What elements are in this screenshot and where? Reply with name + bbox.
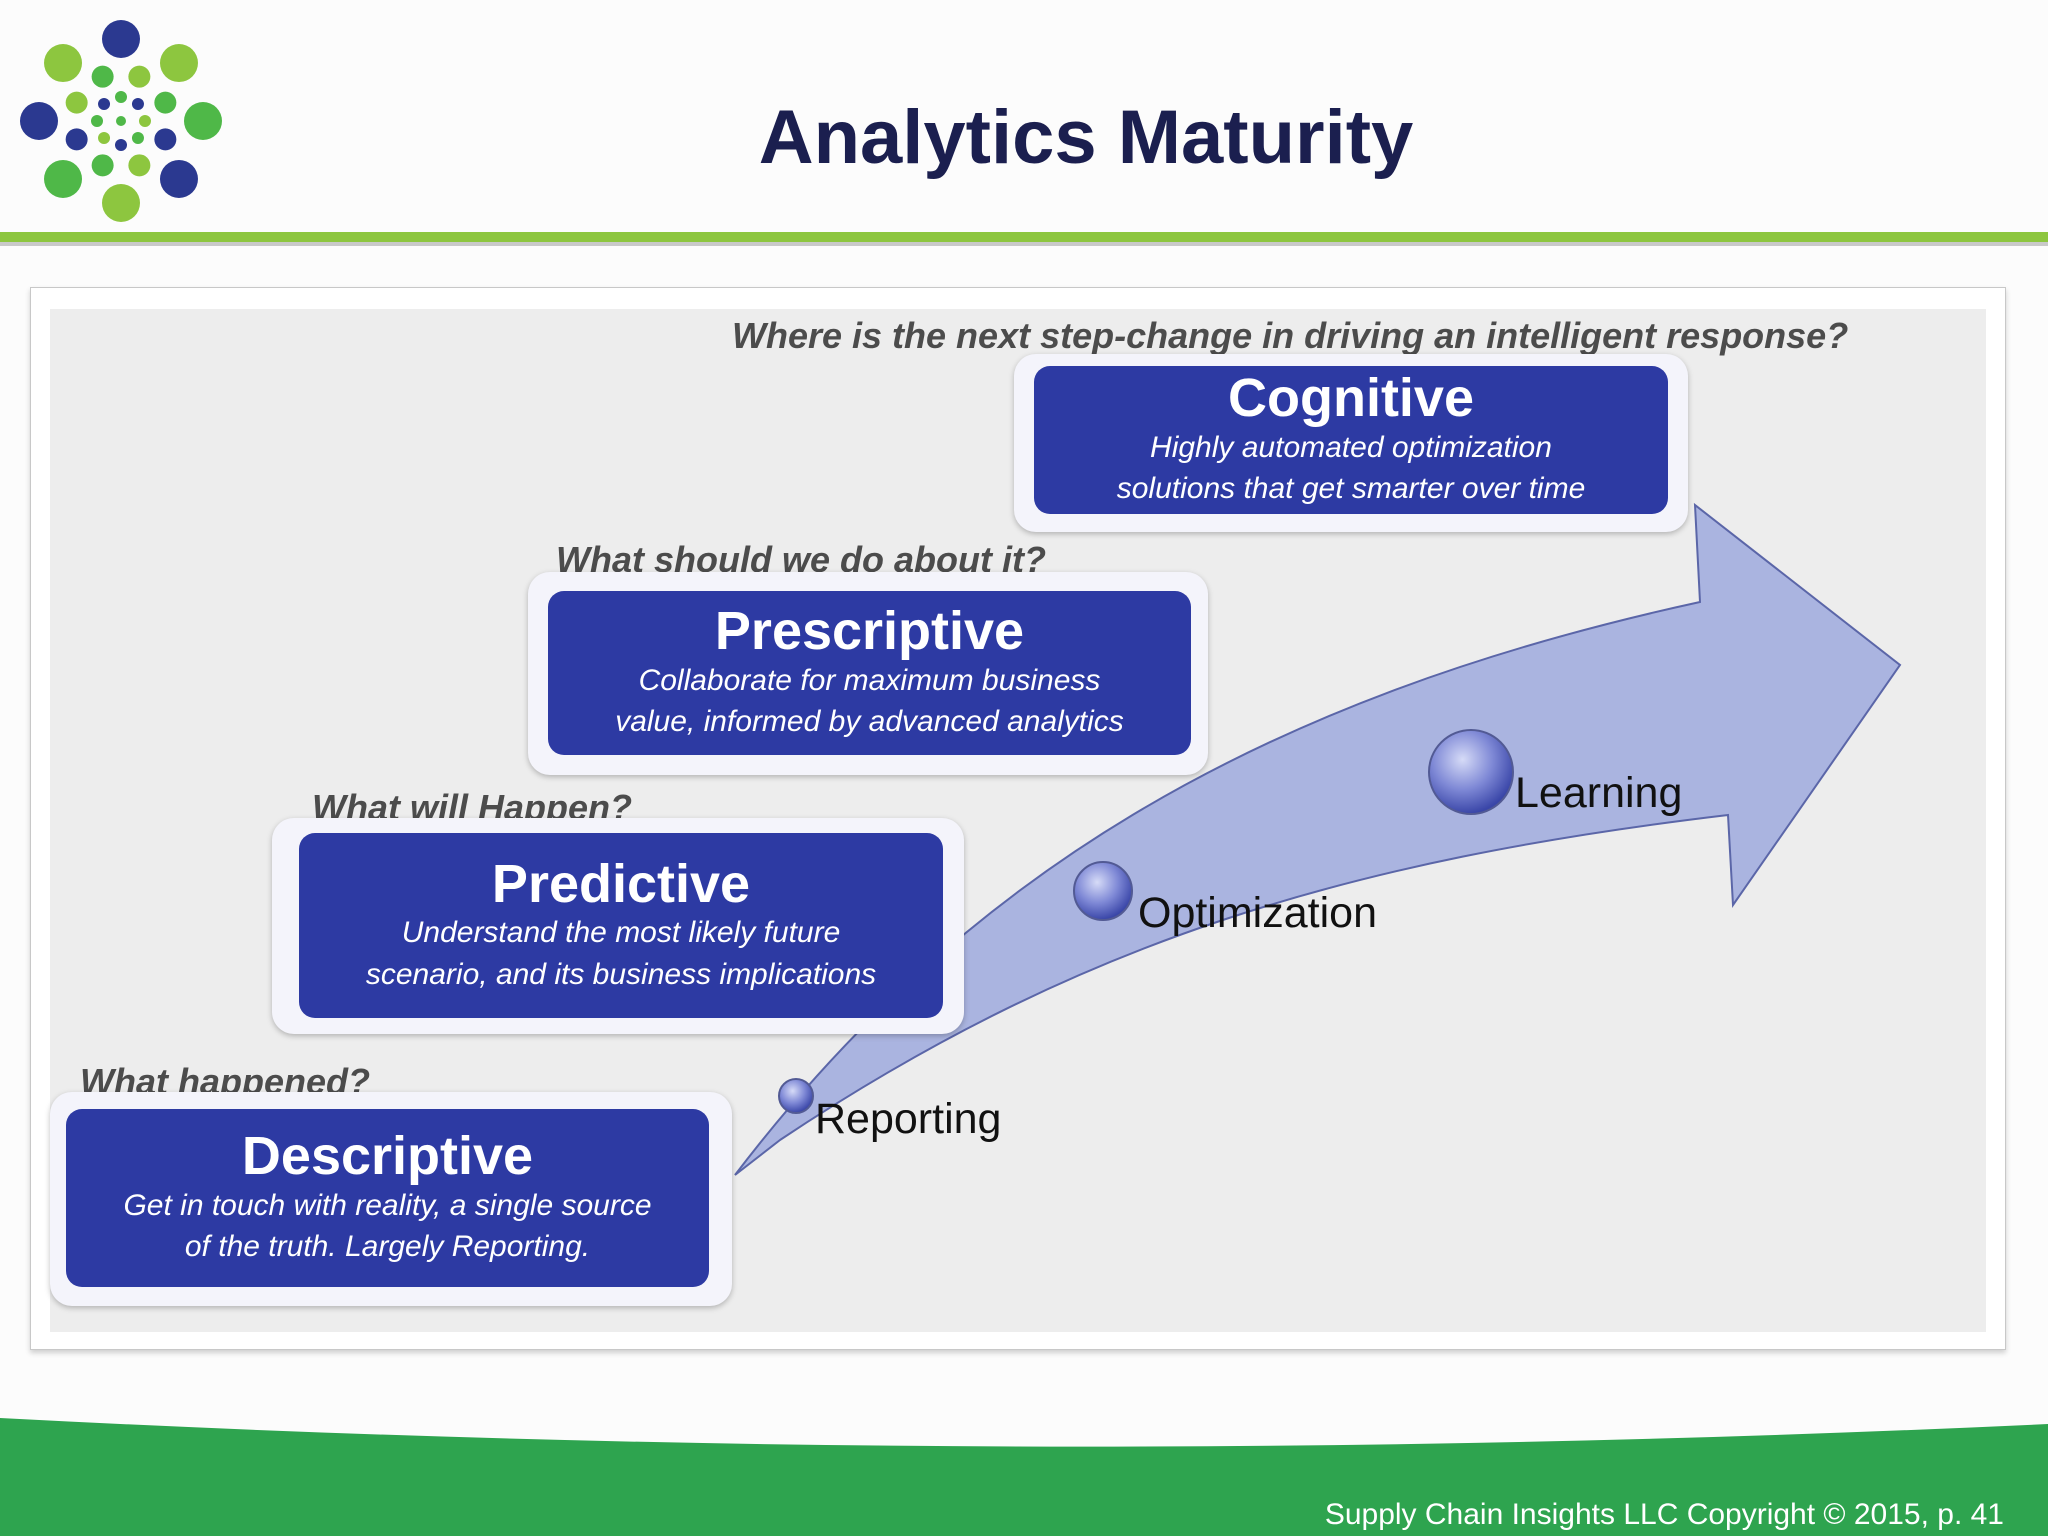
logo-dot [116,116,126,126]
descriptive-box: Descriptive Get in touch with reality, a… [66,1109,709,1287]
header-rule-shadow [0,242,2048,246]
learning-milestone-circle [1428,729,1514,815]
logo-dot [128,65,151,88]
phase-label-learning: Learning [1515,769,1683,817]
logo-dot [115,91,127,103]
phase-label-optimization: Optimization [1138,889,1377,937]
cognitive-title: Cognitive [1227,368,1474,429]
logo-dot [115,139,127,151]
logo-dot [128,154,151,177]
prescriptive-title: Prescriptive [714,601,1025,662]
header-rule [0,232,2048,242]
cognitive-box: Cognitive Highly automated optimization … [1034,366,1668,514]
reporting-milestone-circle [778,1078,814,1114]
slide-title: Analytics Maturity [758,95,1414,180]
company-logo [20,20,222,222]
logo-dot [159,159,198,198]
footer-band [0,1418,2048,1536]
logo-dot [65,128,88,151]
logo-dot [102,184,140,222]
logo-dot [91,65,114,88]
copyright-text: Supply Chain Insights LLC Copyright © 20… [1324,1498,2004,1531]
logo-dot [91,115,103,127]
logo-dot [154,91,177,114]
predictive-description: Understand the most likely future scenar… [365,916,877,991]
optimization-milestone-circle [1073,861,1133,921]
logo-dot [65,91,88,114]
logo-dot [139,115,151,127]
logo-dot [131,131,144,144]
predictive-box: Predictive Understand the most likely fu… [299,833,943,1018]
question-prescriptive: What should we do about it? [556,539,1046,580]
question-cognitive: Where is the next step-change in driving… [732,315,1849,356]
logo-dot [154,128,177,151]
logo-dot [102,20,140,58]
logo-dot [159,44,198,83]
logo-dot [184,102,222,140]
phase-label-reporting: Reporting [815,1095,1002,1143]
logo-dot [91,154,114,177]
predictive-title: Predictive [491,853,751,914]
logo-dot [20,102,58,140]
logo-dot [44,44,83,83]
logo-dot [131,98,144,111]
logo-dot [98,131,111,144]
arrow-shape [734,502,1902,1176]
prescriptive-box: Prescriptive Collaborate for maximum bus… [548,591,1191,755]
cognitive-description: Highly automated optimization solutions … [1116,430,1586,506]
logo-dot [44,159,83,198]
descriptive-title: Descriptive [241,1126,534,1187]
descriptive-description: Get in touch with reality, a single sour… [123,1188,652,1264]
prescriptive-description: Collaborate for maximum business value, … [615,663,1124,739]
logo-dot [98,98,111,111]
